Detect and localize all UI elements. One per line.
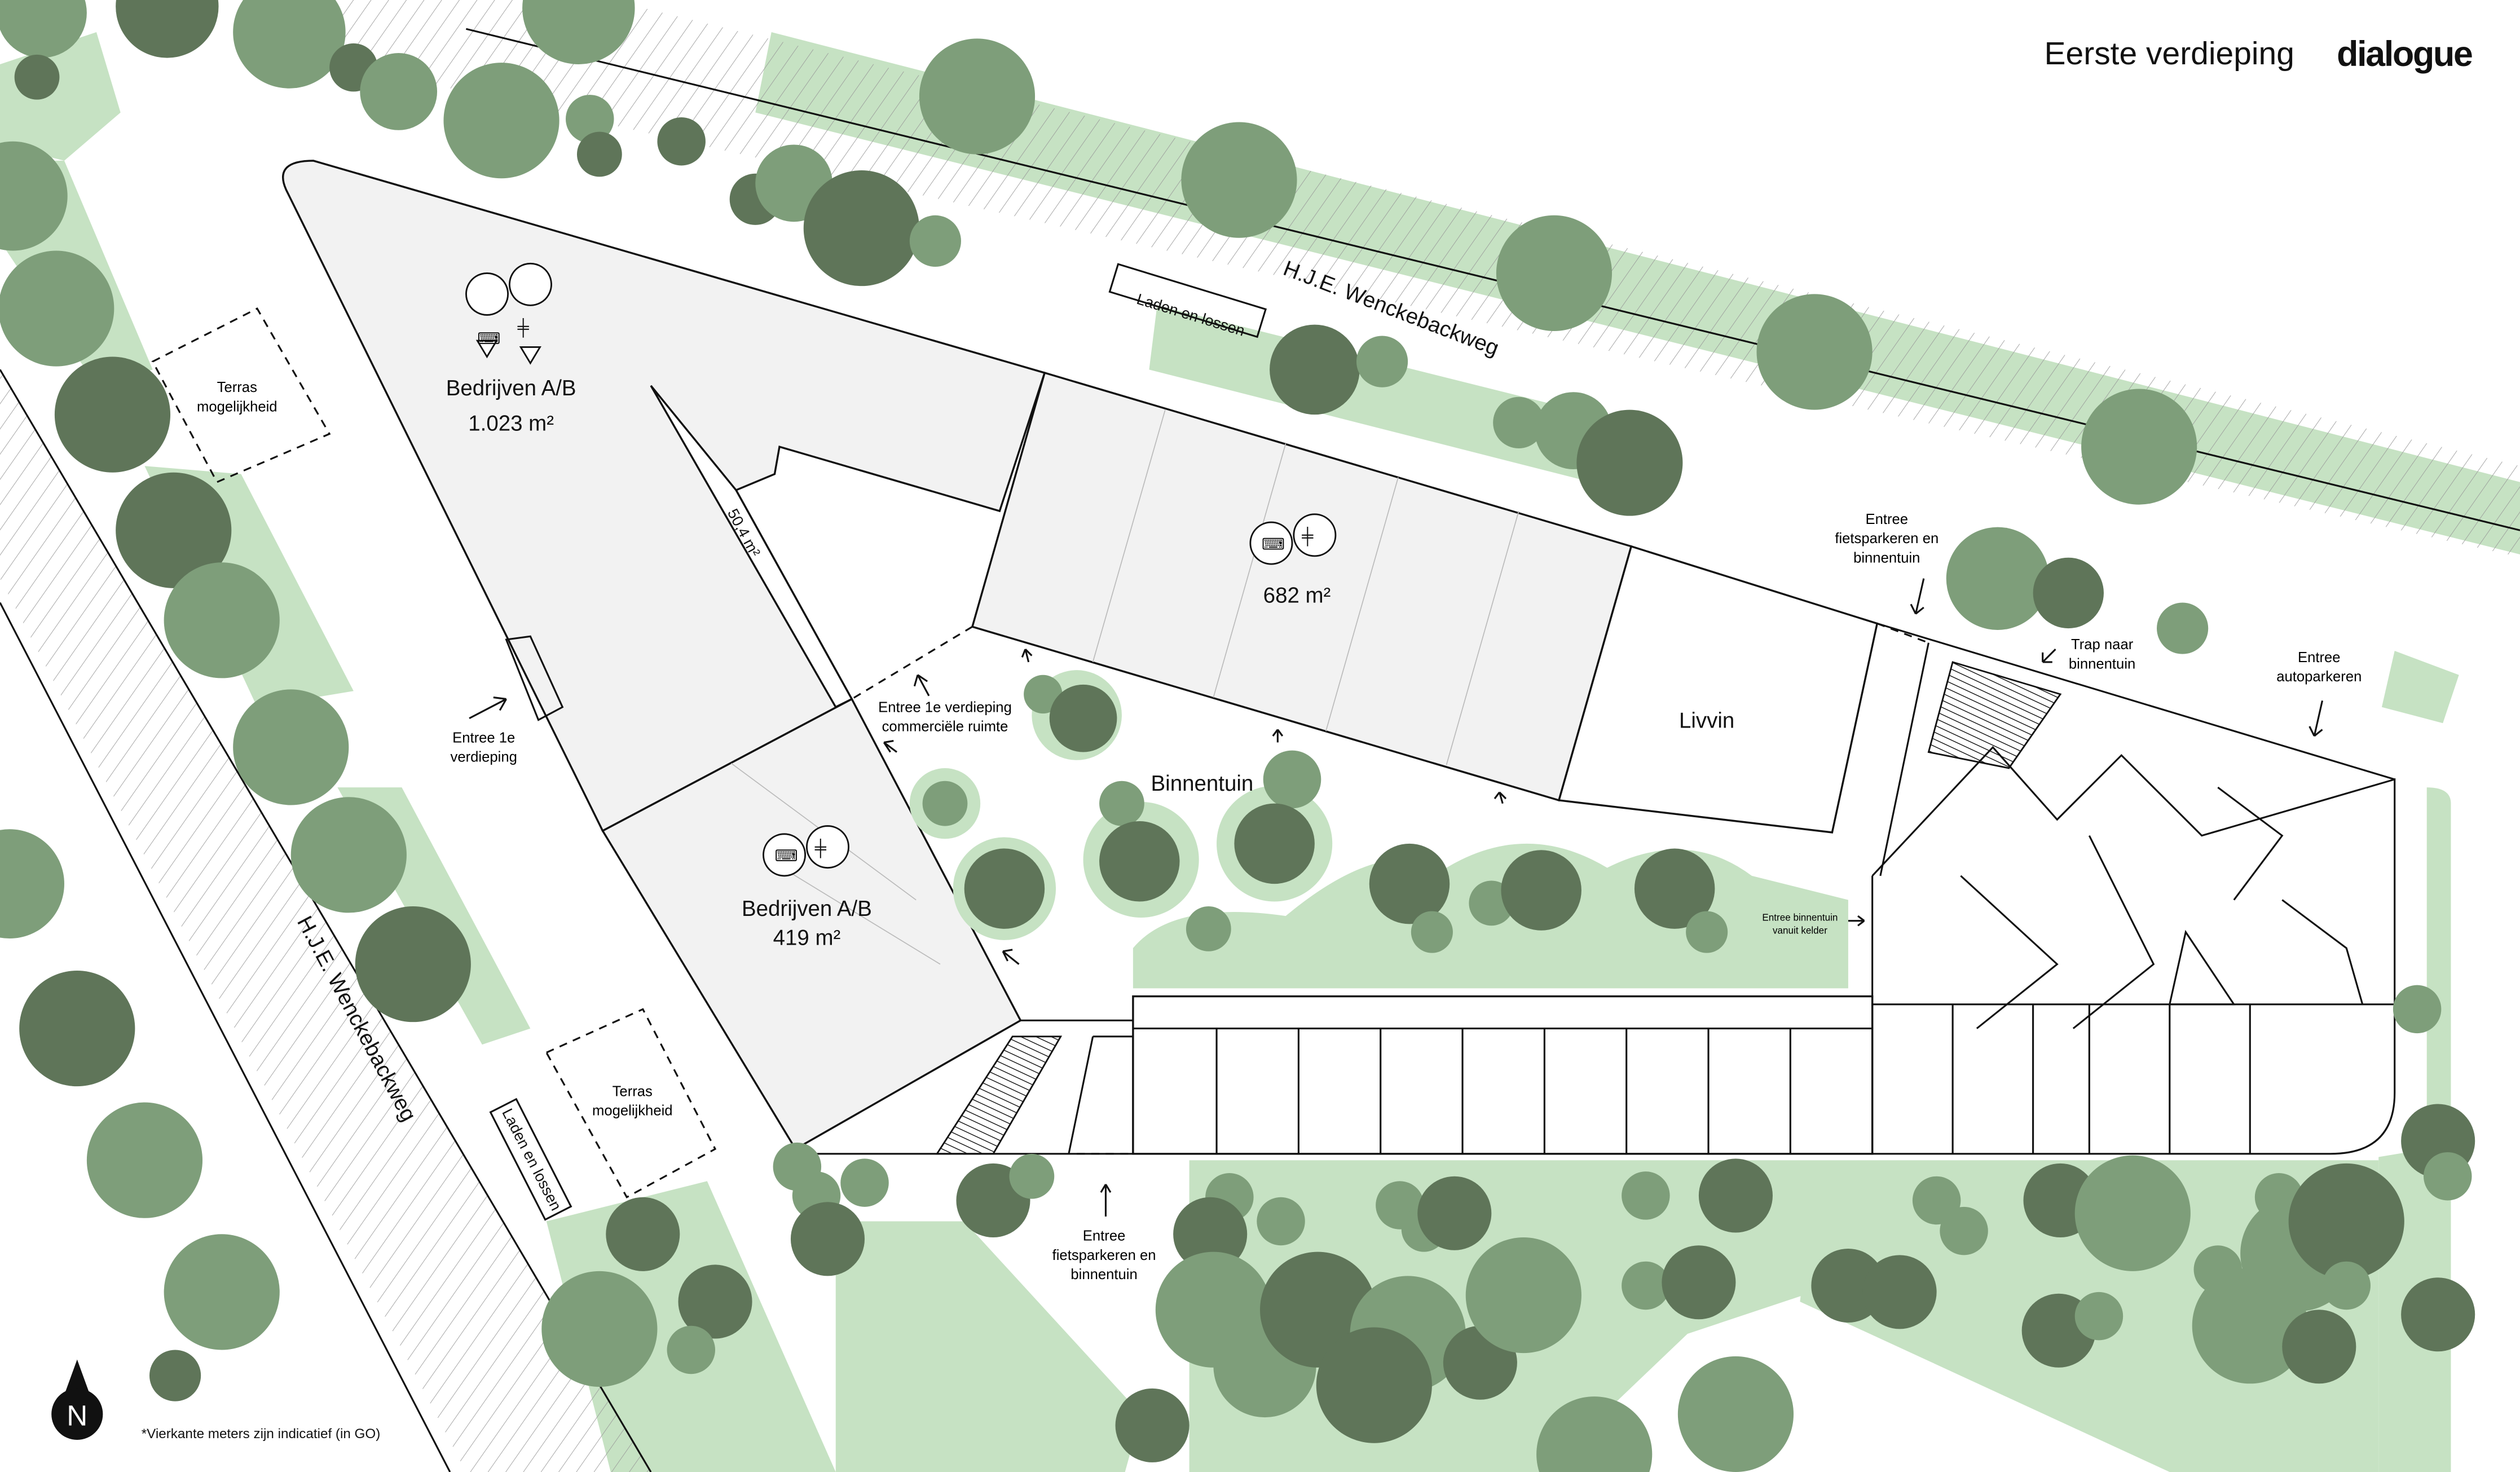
unit-ab-north — [282, 160, 1046, 832]
svg-text:╪: ╪ — [517, 318, 530, 338]
unit-livvin — [1557, 545, 1879, 834]
svg-text:⌨: ⌨ — [477, 330, 500, 348]
office-worker-icon: ⌨ — [763, 833, 807, 877]
svg-text:⌨: ⌨ — [774, 847, 798, 865]
floor-title: Eerste verdieping — [2045, 36, 2294, 72]
unit-icons-middle: ⌨ ╪ — [1249, 513, 1337, 565]
unit-small — [650, 385, 853, 708]
entrance-bikes-north-label: Entree fietsparkeren en binnentuin — [1835, 511, 1939, 566]
entrance-courtyard-basement-label: Entree binnentuin vanuit kelder — [1762, 914, 1838, 937]
unit-ab-south-name: Bedrijven A/B — [742, 897, 872, 921]
unit-icons-ab-north: ⌨ ╪ — [465, 262, 552, 365]
stairs-courtyard-label: Trap naar binnentuin — [2068, 636, 2136, 672]
buildings — [282, 160, 2396, 1155]
unit-livvin-name: Livvin — [1679, 709, 1734, 733]
entrance-commercial-label: Entree 1e verdieping commerciële ruimte — [878, 699, 1012, 735]
gym-dumbbell-icon: ╪ — [806, 825, 849, 869]
gym-dumbbell-icon: ╪ — [509, 262, 552, 365]
terrace-label-1: Terras mogelijkheid — [197, 379, 277, 415]
north-arrow-icon: N — [51, 1359, 103, 1440]
unit-icons-ab-south: ⌨ ╪ — [763, 825, 849, 877]
entrance-first-floor-label: Entree 1e verdieping — [450, 729, 517, 765]
office-worker-icon: ⌨ — [1249, 521, 1293, 565]
gym-dumbbell-icon: ╪ — [1293, 513, 1337, 557]
unit-middle-area: 682 m² — [1263, 584, 1331, 608]
unit-ab-south-area: 419 m² — [773, 925, 841, 950]
loading-label-west: Laden en lossen — [499, 1106, 565, 1213]
unit-ab-north-name: Bedrijven A/B — [446, 376, 576, 400]
unit-ab-north-area: 1.023 m² — [468, 412, 554, 436]
terraces — [151, 263, 1267, 1221]
svg-text:⌨: ⌨ — [1262, 535, 1285, 553]
svg-text:╪: ╪ — [1301, 527, 1314, 547]
office-worker-icon: ⌨ — [465, 272, 509, 359]
svg-text:╪: ╪ — [814, 839, 827, 858]
entrance-bikes-south-label: Entree fietsparkeren en binnentuin — [1052, 1227, 1156, 1283]
entrance-car-label: Entree autoparkeren — [2276, 649, 2362, 685]
entrance-arrows — [469, 578, 2324, 1217]
courtyard-label: Binnentuin — [1151, 772, 1254, 796]
disclaimer: *Vierkante meters zijn indicatief (in GO… — [142, 1426, 381, 1442]
north-label: N — [67, 1399, 87, 1431]
brand-logo: dialogue — [2337, 34, 2472, 74]
terrace-label-2: Terras mogelijkheid — [592, 1083, 673, 1119]
